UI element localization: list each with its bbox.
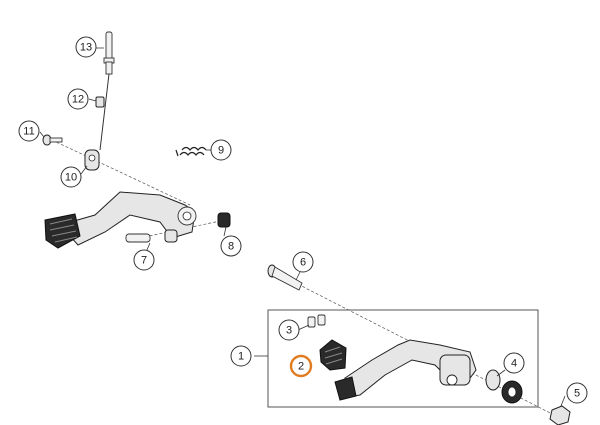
callout-circle-7 — [133, 249, 155, 271]
callout-label-3: 3 — [286, 325, 292, 337]
callout-9: 9 — [210, 139, 232, 161]
callout-label-8: 8 — [228, 241, 234, 253]
callout-circle-13 — [75, 36, 97, 58]
callout-circle-3 — [278, 319, 300, 341]
callout-label-13: 13 — [80, 42, 92, 54]
callout-label-4: 4 — [511, 358, 517, 370]
callout-11: 11 — [18, 120, 40, 142]
callout-circle-9 — [210, 139, 232, 161]
callout-label-11: 11 — [23, 126, 34, 138]
callout-label-7: 7 — [141, 255, 147, 267]
brake-pedal — [44, 191, 197, 249]
callout-6: 6 — [292, 251, 314, 273]
part-2-pedal-tip — [319, 339, 347, 371]
callout-label-12: 12 — [72, 94, 84, 106]
callout-circle-10 — [60, 166, 82, 188]
callout-circle-4 — [503, 352, 525, 374]
part-9-spring — [175, 146, 207, 157]
callout-label-10: 10 — [65, 172, 77, 184]
part-7-pin — [125, 229, 178, 243]
callout-4: 4 — [503, 352, 525, 374]
callout-label-2: 2 — [298, 361, 304, 373]
leader-lines — [39, 47, 566, 407]
callout-circle-12 — [67, 88, 89, 110]
callout-circle-8 — [220, 235, 242, 257]
callout-circle-1 — [230, 345, 252, 367]
part-13-push-rod — [99, 31, 115, 151]
callout-3: 3 — [278, 319, 300, 341]
shift-lever — [334, 339, 477, 401]
callout-label-9: 9 — [218, 145, 224, 157]
callout-label-5: 5 — [574, 388, 580, 400]
part-5-nut — [549, 405, 571, 425]
callout-circle-2 — [289, 354, 313, 378]
callout-12: 12 — [67, 88, 89, 110]
part-4-bushings — [485, 369, 523, 404]
callout-label-6: 6 — [300, 257, 306, 269]
callout-7: 7 — [133, 249, 155, 271]
callout-10: 10 — [60, 166, 82, 188]
kit-frame-part-1 — [267, 309, 539, 408]
axis-line-upper — [51, 139, 191, 206]
part-6-bolt — [267, 264, 303, 291]
part-11-bolt — [42, 134, 63, 146]
callout-2: 2 — [289, 354, 313, 378]
part-8-bushing — [217, 212, 231, 228]
part-10-clevis — [84, 149, 100, 171]
part-12-nut — [95, 96, 105, 108]
callout-1: 1 — [230, 345, 252, 367]
callout-circle-11 — [18, 120, 40, 142]
callout-5: 5 — [566, 382, 588, 404]
callout-8: 8 — [220, 235, 242, 257]
callout-label-1: 1 — [238, 351, 244, 363]
callout-13: 13 — [75, 36, 97, 58]
part-3-screws — [307, 314, 326, 328]
callout-circle-5 — [566, 382, 588, 404]
callout-circle-6 — [292, 251, 314, 273]
